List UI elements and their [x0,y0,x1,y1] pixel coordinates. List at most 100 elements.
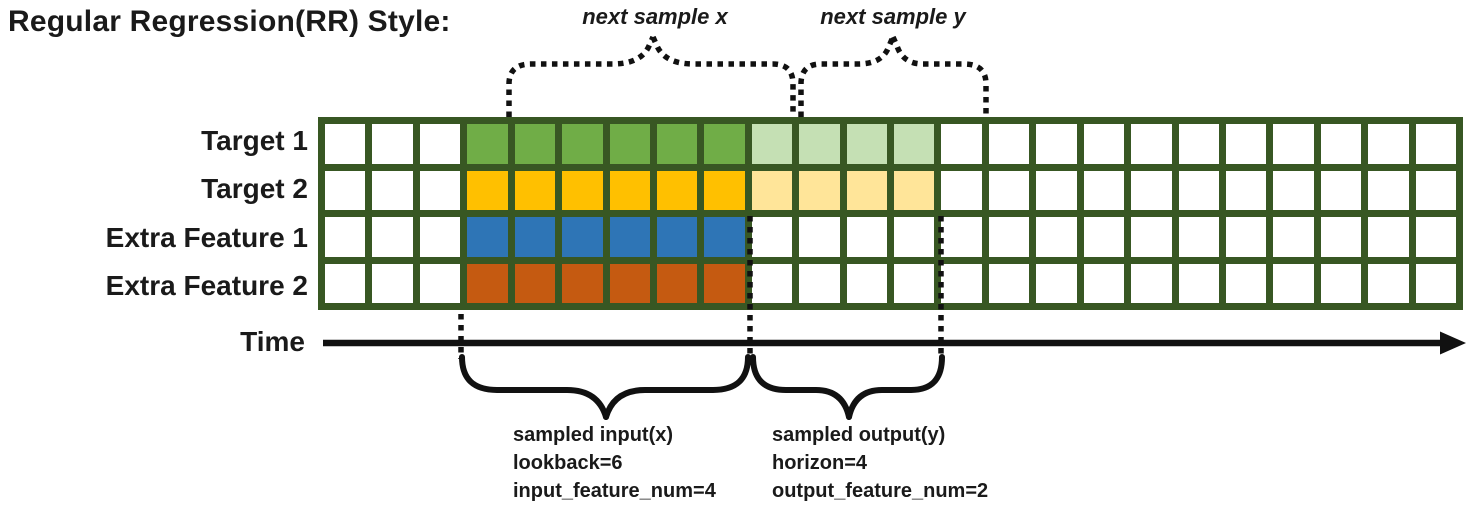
horizon-value: horizon=4 [772,452,868,474]
next-sample-y-brace [890,35,989,117]
grid-cell [419,170,461,210]
lookback-value: lookback=6 [513,452,623,474]
row-label-extra-feature-1: Extra Feature 1 [105,222,308,253]
sampled-input-brace [603,354,751,420]
next-sample-x-brace [650,35,796,117]
grid-cell [1225,217,1267,257]
grid-cell [372,124,413,164]
grid-cell [1083,124,1125,164]
grid-cell [1036,124,1077,164]
next-sample-x-brace [506,35,656,117]
grid-cell [894,124,935,164]
grid-cell [941,217,982,257]
grid-cell [704,170,745,210]
grid-cell [562,124,603,164]
grid-cell [988,170,1030,210]
input-feature-num-value: input_feature_num=4 [513,480,716,502]
grid-cell [1368,217,1409,257]
grid-cell [1225,263,1267,303]
grid-cell [609,217,650,257]
grid-cell [1036,170,1077,210]
grid-cell [325,170,366,210]
grid-cell [1178,170,1219,210]
grid-cell [514,263,556,303]
grid-cell [1368,170,1409,210]
grid-cell [988,263,1030,303]
grid-cell [894,263,935,303]
grid-cell [656,217,698,257]
grid-cell [1225,170,1267,210]
grid-cell [514,170,556,210]
timeseries-grid [318,117,1463,310]
grid-cell [514,124,556,164]
grid-cell [1178,217,1219,257]
grid-cell [467,217,508,257]
grid-cell [325,124,366,164]
grid-cell [1415,170,1456,210]
grid-cell [609,124,650,164]
grid-cell [419,263,461,303]
grid-cell [1415,124,1456,164]
sampled-input-title: sampled input(x) [513,424,674,446]
grid-cell [941,263,982,303]
grid-cell [656,263,698,303]
grid-cell [846,124,887,164]
grid-cell [846,170,887,210]
grid-cell [372,217,413,257]
grid-cell [846,263,887,303]
grid-cell [704,217,745,257]
grid-cell [1273,124,1314,164]
grid-cell [988,124,1030,164]
grid-cell [1320,124,1362,164]
grid-cell [1178,124,1219,164]
sampled-output-brace [750,354,852,420]
grid-cell [1131,170,1172,210]
grid-cell [656,124,698,164]
grid-cell [609,170,650,210]
grid-cell [894,170,935,210]
grid-cell [704,263,745,303]
sampled-output-title: sampled output(y) [772,424,946,446]
grid-cell [1273,170,1314,210]
grid-cell [1273,217,1314,257]
time-axis-label: Time [240,326,305,357]
grid-cell [1273,263,1314,303]
grid-cell [894,217,935,257]
grid-cell [751,170,793,210]
grid-cell [419,217,461,257]
grid-cell [467,170,508,210]
grid-cell [1178,263,1219,303]
grid-cell [419,124,461,164]
grid-cell [941,170,982,210]
grid-cell [1083,170,1125,210]
grid-cell [1320,170,1362,210]
grid-cell [325,263,366,303]
diagram-title: Regular Regression(RR) Style: [8,5,451,38]
grid-cell [1036,263,1077,303]
grid-cell [467,124,508,164]
time-axis-arrowhead [1440,331,1466,355]
grid-cell [704,124,745,164]
grid-cell [1368,124,1409,164]
grid-cell [372,170,413,210]
grid-cell [799,124,840,164]
grid-cell [941,124,982,164]
grid-cell [1320,217,1362,257]
grid-cell [1415,263,1456,303]
grid-cell [562,217,603,257]
grid-cell [1415,217,1456,257]
next-sample-y-label: next sample y [820,4,966,29]
next-sample-y-brace [798,35,896,117]
row-label-target-1: Target 1 [201,125,308,156]
grid-cell [751,124,793,164]
grid-cell [609,263,650,303]
grid-cell [799,263,840,303]
grid-cell [1131,263,1172,303]
grid-cell [325,217,366,257]
sampled-input-annotation: sampled input(x) lookback=6 input_featur… [513,421,716,505]
row-label-extra-feature-2: Extra Feature 2 [105,270,308,301]
output-feature-num-value: output_feature_num=2 [772,480,989,502]
sampled-output-brace [846,354,945,420]
grid-cell [1368,263,1409,303]
